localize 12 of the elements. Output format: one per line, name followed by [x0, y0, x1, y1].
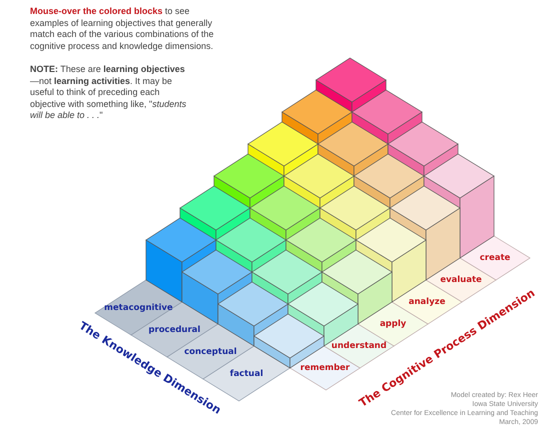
column-label: evaluate: [440, 275, 482, 285]
row-label: metacognitive: [104, 302, 173, 312]
row-label: procedural: [148, 324, 200, 334]
column-label: analyze: [408, 297, 446, 307]
column-label: create: [480, 253, 510, 263]
column-label: understand: [331, 341, 387, 351]
column-label: remember: [300, 363, 350, 373]
row-label: conceptual: [184, 346, 237, 356]
note-paragraph: NOTE: These are learning objectives—not learning activities. It may be useful to think of preceding each objective with something like, "students will be able to . . .": [30, 64, 188, 122]
column-label: apply: [380, 319, 406, 329]
row-label: factual: [230, 368, 264, 378]
intro-paragraph: Mouse-over the colored blocks to see examples of learning objectives that generally match each of the various combinations of the cognitive process and knowledge dimensions.: [30, 6, 215, 52]
